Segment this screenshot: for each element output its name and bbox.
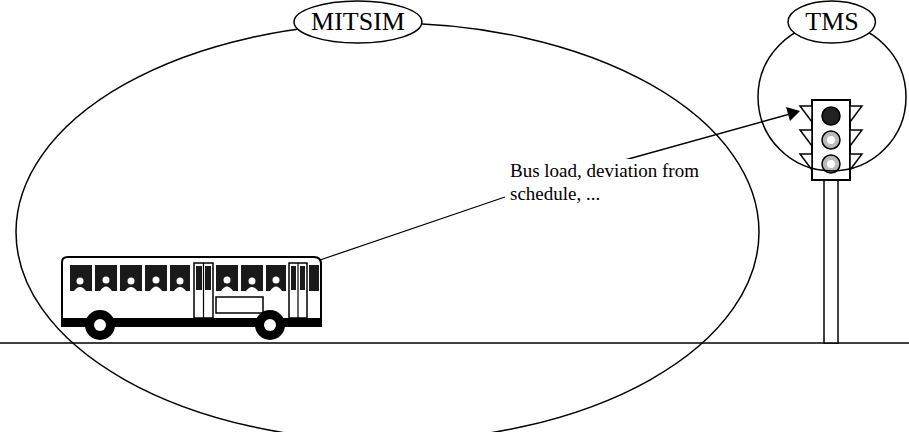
region-title: MITSIM bbox=[311, 7, 405, 37]
ground-line bbox=[0, 342, 909, 344]
leader-line bbox=[320, 197, 505, 260]
region-outline bbox=[15, 22, 760, 432]
region-outline bbox=[757, 22, 907, 172]
traffic-light bbox=[800, 100, 862, 343]
circle-region: TMS bbox=[757, 22, 907, 172]
bus-illustration bbox=[62, 257, 321, 340]
data-note: Bus load, deviation from schedule, ... bbox=[510, 159, 725, 205]
flow-arrow bbox=[614, 107, 800, 163]
region-title: TMS bbox=[805, 7, 858, 37]
ellipse-region: MITSIM bbox=[15, 22, 760, 432]
